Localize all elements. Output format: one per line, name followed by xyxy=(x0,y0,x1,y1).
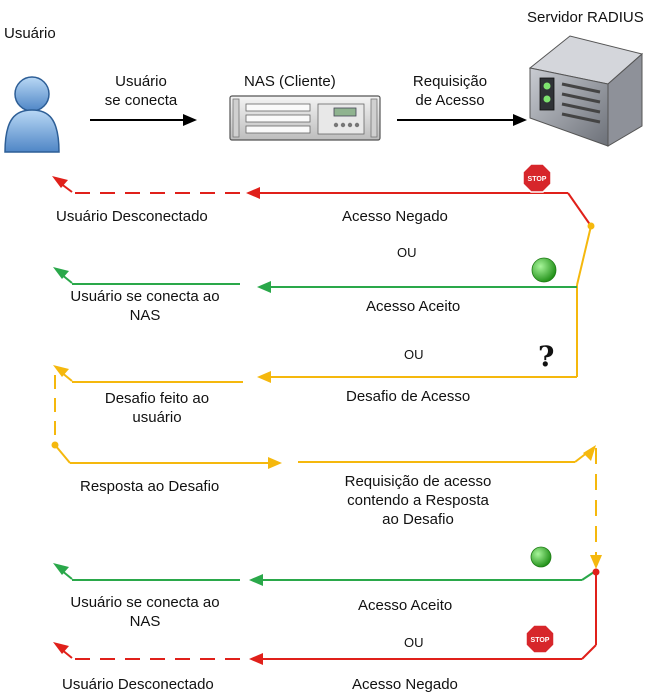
flow-denied-2 xyxy=(53,568,600,665)
user-label: Usuário xyxy=(4,25,56,42)
access-denied-label: Acesso Negado xyxy=(342,208,448,225)
or-label-2: OU xyxy=(404,347,424,362)
user-connects-nas-line-2: NAS xyxy=(129,307,161,324)
flow-accepted-2 xyxy=(53,563,595,586)
challenge-response-label: Resposta ao Desafio xyxy=(80,478,220,495)
access-denied-label-2: Acesso Negado xyxy=(352,676,458,693)
stop-text: STOP xyxy=(528,176,547,183)
user-connects-nas-label-2: Usuário se conecta ao NAS xyxy=(40,593,250,631)
radius-server-icon xyxy=(528,35,644,147)
nas-server-icon xyxy=(229,95,381,141)
radius-server-label: Servidor RADIUS xyxy=(527,9,644,26)
flow-challenge xyxy=(51,365,602,569)
flow-denied-1 xyxy=(52,176,592,227)
nas-label: NAS (Cliente) xyxy=(244,73,336,90)
challenge-user-line-2: usuário xyxy=(132,409,182,426)
question-mark-icon: ? xyxy=(538,340,555,373)
access-challenge-label: Desafio de Acesso xyxy=(346,388,471,405)
user-disconnected-label-2: Usuário Desconectado xyxy=(62,676,214,693)
stop-sign-icon-2: STOP xyxy=(525,624,555,654)
or-label-1: OU xyxy=(397,245,417,260)
user-connects-nas-2-line-2: NAS xyxy=(129,613,161,630)
access-request-response-label: Requisição de acesso contendo a Resposta… xyxy=(318,472,518,529)
access-accepted-label: Acesso Aceito xyxy=(366,298,461,315)
access-request-line-2: de Acesso xyxy=(415,92,485,109)
access-request-line-1: Requisição xyxy=(412,73,488,90)
user-connects-line-1: Usuário xyxy=(115,73,167,90)
access-request-response-line-3: ao Desafio xyxy=(382,511,454,528)
top-arrows xyxy=(90,114,527,126)
user-connects-line-2: se conecta xyxy=(104,92,178,109)
stop-sign-icon: STOP xyxy=(522,163,552,193)
user-connects-nas-label: Usuário se conecta ao NAS xyxy=(40,287,250,325)
user-connects-nas-line-1: Usuário se conecta ao xyxy=(70,288,220,305)
access-request-response-line-1: Requisição de acesso xyxy=(344,473,492,490)
user-icon xyxy=(4,76,60,153)
access-request-label: Requisição de Acesso xyxy=(400,72,500,110)
flow-accepted-1 xyxy=(53,267,577,293)
green-light-icon-2 xyxy=(530,546,552,568)
green-light-icon xyxy=(531,257,557,283)
or-label-3: OU xyxy=(404,635,424,650)
challenge-user-line-1: Desafio feito ao xyxy=(104,390,210,407)
challenge-user-label: Desafio feito ao usuário xyxy=(72,389,242,427)
access-accepted-label-2: Acesso Aceito xyxy=(358,597,453,614)
user-connects-label: Usuário se conecta xyxy=(96,72,186,110)
flow-challenge-trunk xyxy=(576,222,595,377)
stop-text-2: STOP xyxy=(531,637,550,644)
access-request-response-line-2: contendo a Resposta xyxy=(347,492,489,509)
user-disconnected-label: Usuário Desconectado xyxy=(56,208,208,225)
user-connects-nas-2-line-1: Usuário se conecta ao xyxy=(70,594,220,611)
